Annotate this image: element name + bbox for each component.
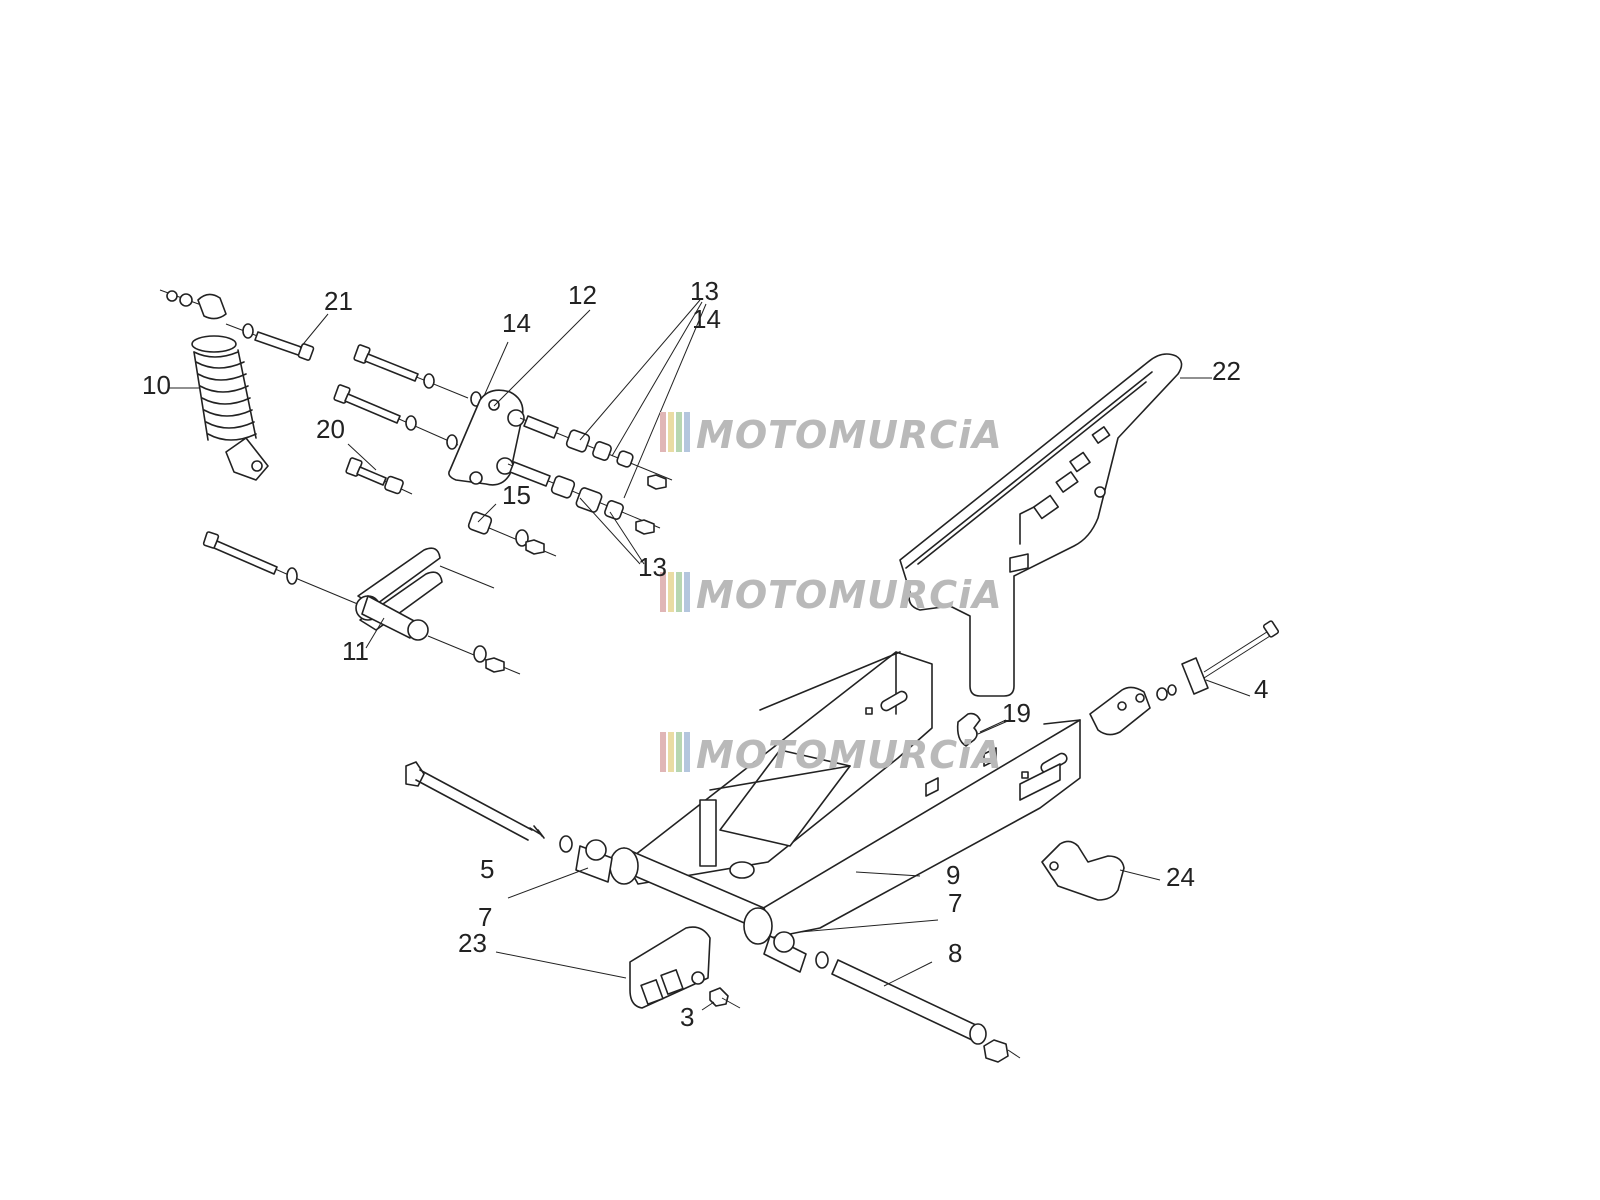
callout-22: 22 bbox=[1212, 356, 1241, 386]
spacer-15 bbox=[467, 511, 557, 557]
swingarm-9 bbox=[609, 651, 1081, 945]
callout-9: 9 bbox=[946, 860, 960, 890]
watermark: MOTOMURCiA MOTOMURCiA MOTOMURCiA bbox=[660, 412, 1003, 777]
chain-guard-22 bbox=[899, 353, 1212, 697]
callout-15: 15 bbox=[502, 480, 531, 510]
callout-12: 12 bbox=[568, 280, 597, 310]
chain-adjuster-4 bbox=[1089, 620, 1280, 736]
callout-19: 19 bbox=[1002, 698, 1031, 728]
callout-5: 5 bbox=[480, 854, 494, 884]
leader-lines bbox=[299, 299, 1007, 733]
callout-23: 23 bbox=[458, 928, 487, 958]
watermark-text: MOTOMURCiA bbox=[696, 573, 1003, 617]
callout-21: 21 bbox=[324, 286, 353, 316]
linkage-bolts bbox=[333, 344, 482, 495]
bolt-21 bbox=[225, 323, 315, 361]
pad-24 bbox=[1041, 840, 1161, 901]
bushings-13-14 bbox=[507, 415, 673, 535]
watermark-text: MOTOMURCiA bbox=[696, 733, 1003, 777]
callout-3: 3 bbox=[680, 1002, 694, 1032]
link-11 bbox=[202, 531, 521, 675]
callout-11: 11 bbox=[342, 636, 369, 666]
callout-14: 14 bbox=[502, 308, 531, 338]
callout-13: 13 bbox=[690, 276, 719, 306]
clip-19 bbox=[956, 712, 1011, 747]
watermark-text: MOTOMURCiA bbox=[696, 413, 1003, 457]
shock-absorber bbox=[159, 289, 269, 481]
callout-labels: 21 10 14 12 13 14 20 15 13 11 22 4 19 5 … bbox=[142, 276, 1268, 1032]
pad-23 bbox=[495, 926, 741, 1011]
callout-24: 24 bbox=[1166, 862, 1195, 892]
pivot-shaft-8 bbox=[763, 919, 1021, 1063]
callout-13: 13 bbox=[638, 552, 667, 582]
callout-20: 20 bbox=[316, 414, 345, 444]
rocker-link-12 bbox=[448, 389, 525, 486]
callout-7: 7 bbox=[948, 888, 962, 918]
callout-7: 7 bbox=[478, 902, 492, 932]
callout-8: 8 bbox=[948, 938, 962, 968]
callout-10: 10 bbox=[142, 370, 171, 400]
callout-14: 14 bbox=[692, 304, 721, 334]
callout-4: 4 bbox=[1254, 674, 1268, 704]
pivot-bolt-5 bbox=[405, 761, 613, 899]
